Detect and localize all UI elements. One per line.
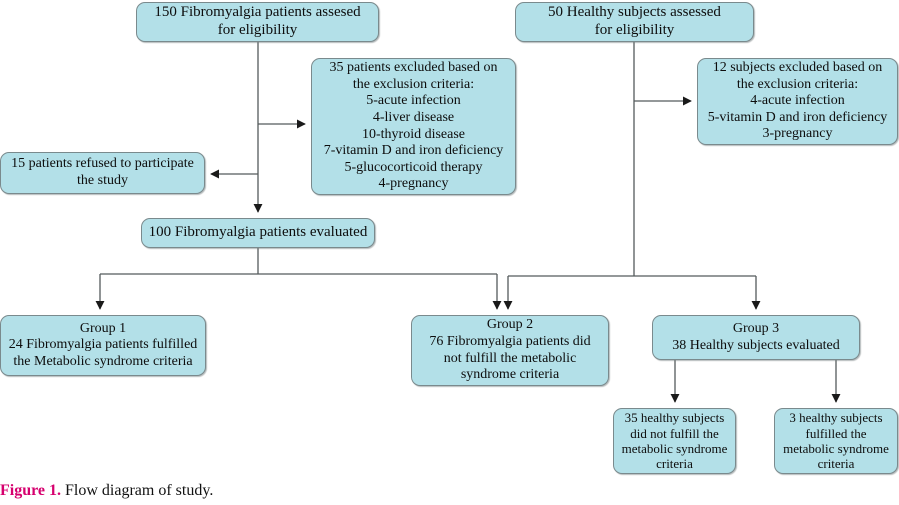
node-fm-assessed: 150 Fibromyalgia patients assesed for el… [136, 2, 379, 42]
node-text: 35 patients excluded based on the exclus… [323, 60, 504, 192]
node-fm-excluded: 35 patients excluded based on the exclus… [311, 58, 516, 195]
node-healthy-no-metabolic-syndrome: 35 healthy subjects did not fulfill the … [613, 408, 736, 474]
node-text: 3 healthy subjects fulfilled the metabol… [783, 410, 889, 472]
node-text: 15 patients refused to participate the s… [11, 156, 194, 188]
node-refused: 15 patients refused to participate the s… [0, 152, 205, 194]
node-text: Group 2 76 Fibromyalgia patients did not… [429, 317, 591, 383]
node-group1: Group 1 24 Fibromyalgia patients fulfill… [0, 315, 206, 376]
node-fm-evaluated: 100 Fibromyalgia patients evaluated [141, 218, 375, 248]
node-group2: Group 2 76 Fibromyalgia patients did not… [411, 315, 609, 386]
node-text: 12 subjects excluded based on the exclus… [707, 60, 888, 142]
node-group3: Group 3 38 Healthy subjects evaluated [652, 315, 860, 360]
node-healthy-metabolic-syndrome: 3 healthy subjects fulfilled the metabol… [774, 408, 898, 474]
figure-caption-text: Flow diagram of study. [65, 482, 214, 499]
node-text: 50 Healthy subjects assessed for eligibi… [548, 4, 721, 38]
figure-caption: Figure 1. Flow diagram of study. [0, 481, 899, 501]
node-text: 100 Fibromyalgia patients evaluated [148, 224, 368, 241]
node-text: Group 1 24 Fibromyalgia patients fulfill… [8, 320, 198, 369]
node-healthy-excluded: 12 subjects excluded based on the exclus… [697, 58, 898, 145]
node-text: 150 Fibromyalgia patients assesed for el… [154, 4, 361, 38]
node-healthy-assessed: 50 Healthy subjects assessed for eligibi… [515, 2, 754, 42]
node-text: Group 3 38 Healthy subjects evaluated [672, 320, 840, 353]
node-text: 35 healthy subjects did not fulfill the … [621, 410, 728, 472]
figure-label: Figure 1. [0, 482, 62, 499]
